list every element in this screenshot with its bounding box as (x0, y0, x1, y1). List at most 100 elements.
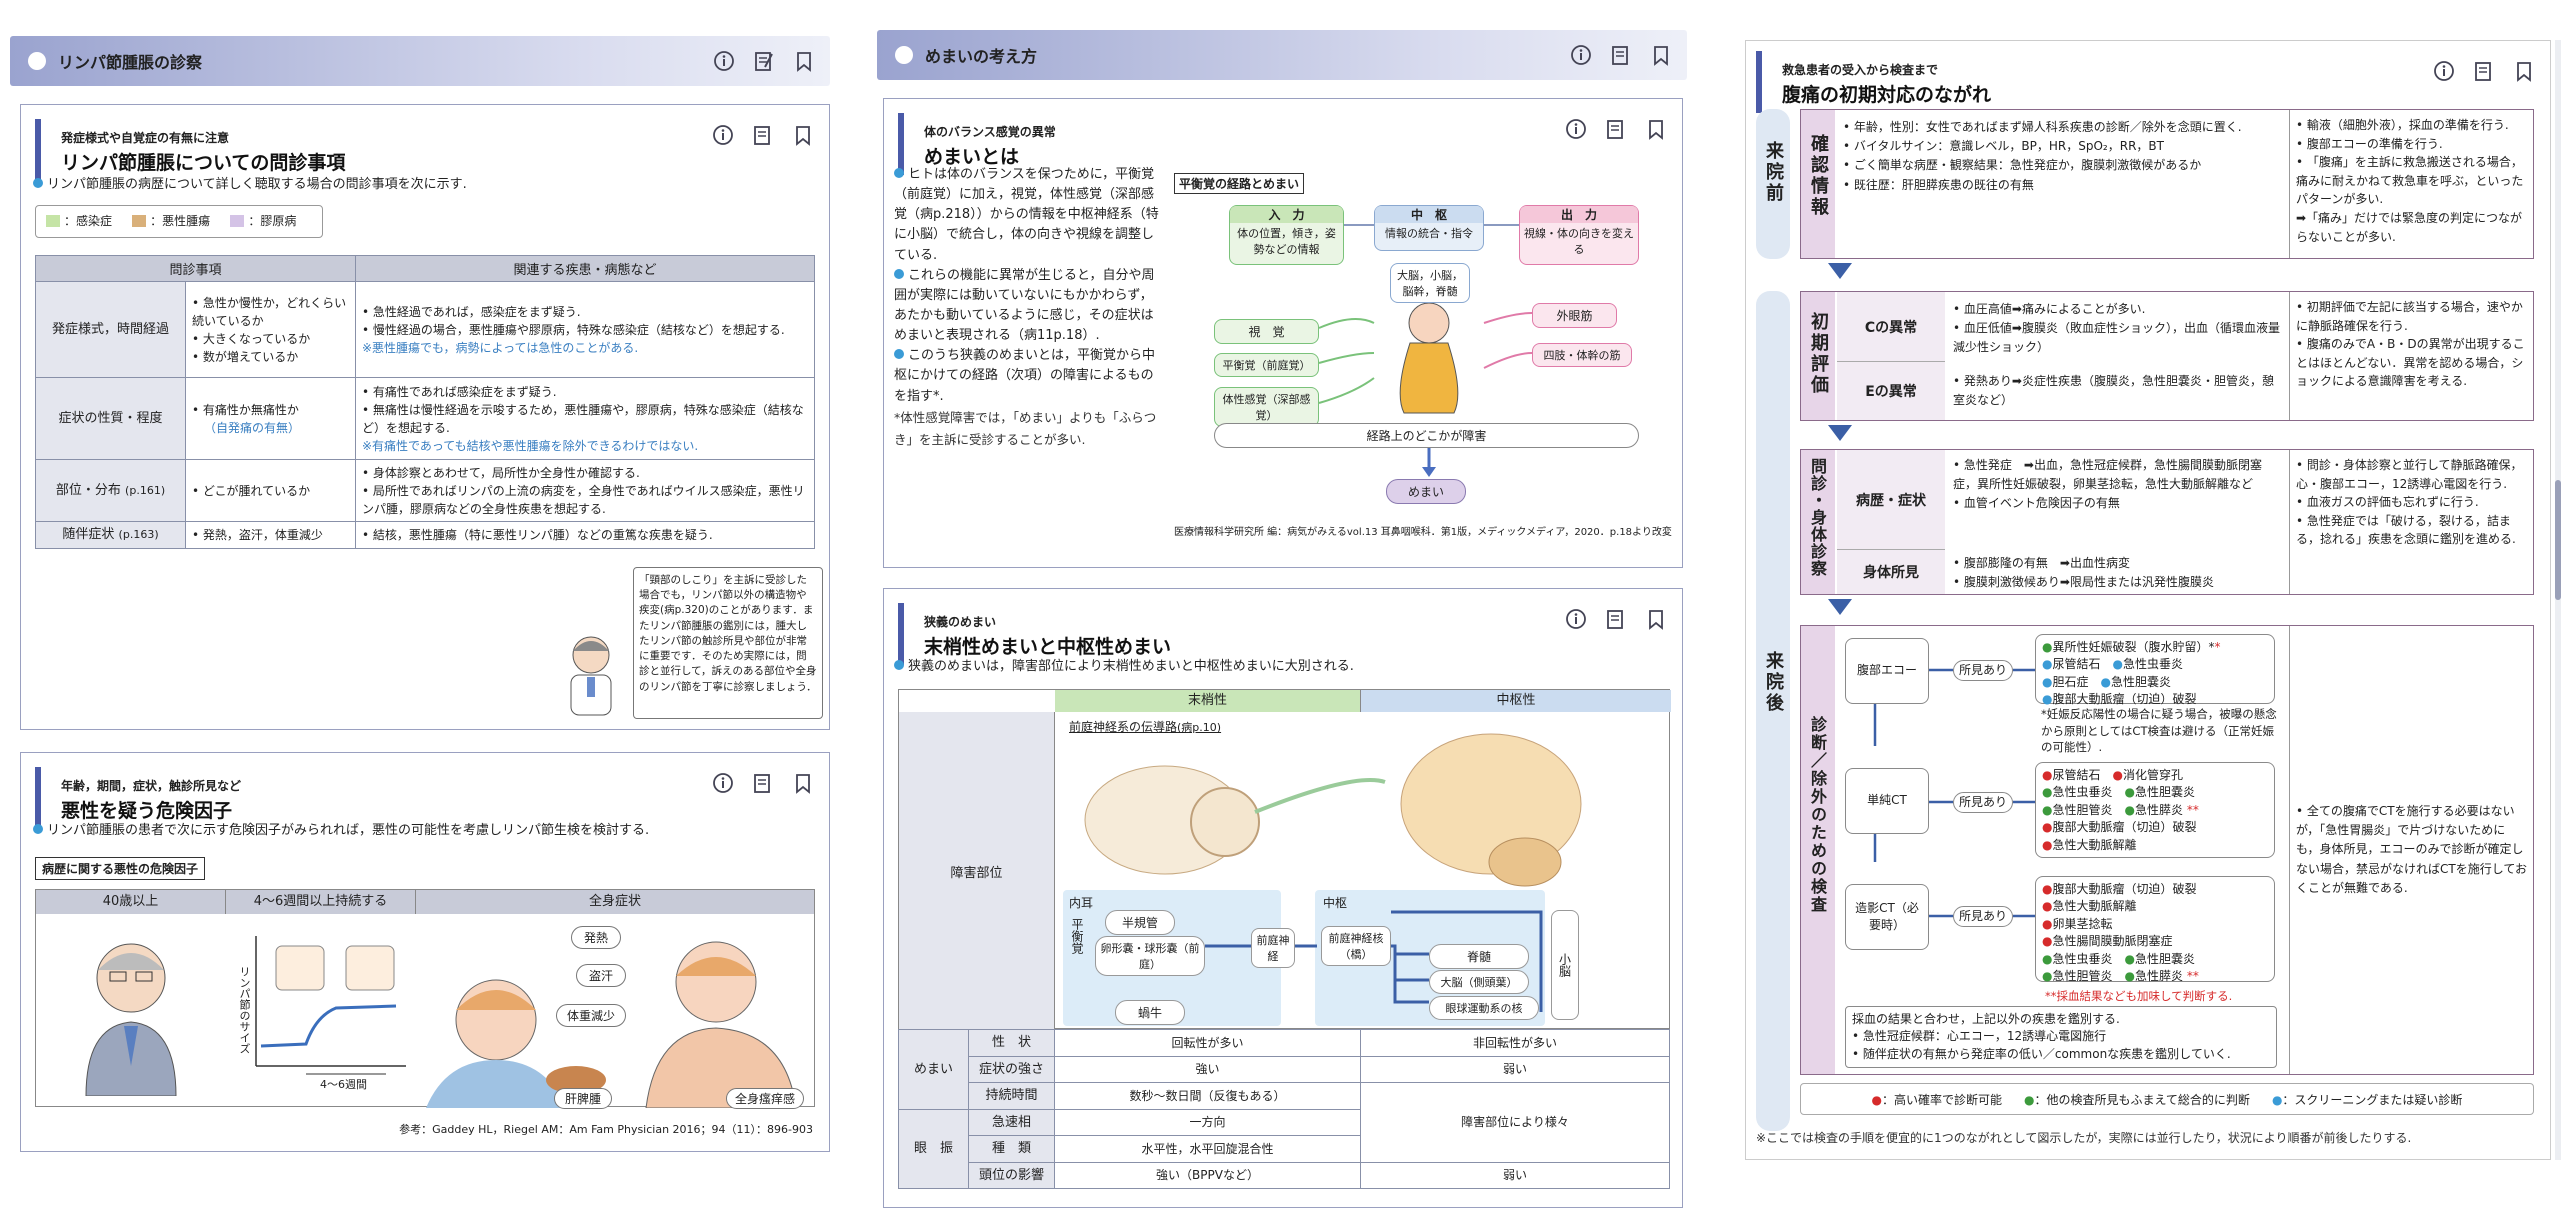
risk-header-duration: 4〜6週間以上持続する (226, 890, 416, 914)
history-label: 病歴・症状 (1837, 450, 1945, 550)
fig-title: 前庭神経系の伝導路(病p.10) (1069, 720, 1222, 734)
memo-icon[interactable] (751, 123, 775, 147)
card-title: 腹痛の初期対応のながれ (1782, 84, 1992, 106)
test-ultrasound: 腹部エコー (1845, 638, 1929, 704)
risk-header-systemic: 全身症状 (588, 894, 641, 909)
muscle-limbs: 四肢・体幹の筋 (1532, 343, 1632, 367)
arrow-down (1828, 263, 1852, 279)
balance-diagram: 平衡覚の経路とめまい 入 力 体の位置，傾き，姿勢などの情報 中 枢 (1174, 173, 1674, 513)
table-row: 部位・分布 (p.161) • どこが腫れているか • 身体診察とあわせて，局所… (35, 459, 816, 522)
bookmark-icon[interactable] (1649, 43, 1673, 67)
cerebellum-box: 小脳 (1551, 910, 1579, 1020)
color-legend: ●：高い確率で診断可能 ●：他の検査所見もふまえて総合的に判断 ●：スクリーニン… (1800, 1083, 2534, 1115)
center-box: 中 枢 情報の統合・指令 (1374, 205, 1484, 251)
intro-text: 狭義のめまいは，障害部位により末梢性めまいと中枢性めまいに大別される. (894, 657, 1674, 677)
info-icon[interactable] (1564, 117, 1588, 141)
memo-icon[interactable] (2472, 59, 2496, 83)
doctor-note: 「頸部のしこり」を主訴に受診した場合でも，リンパ節以外の構造物や疾変(病p.32… (633, 567, 823, 719)
info-icon[interactable] (2432, 59, 2456, 83)
card-header: 体のバランス感覚の異常 めまいとは (898, 113, 1682, 175)
cochlea-box: 蝸牛 (1115, 1000, 1185, 1025)
row-questions: • 発熱，盗汗，体重減少 (185, 521, 356, 549)
table-row: 眼 振急速相一方向 (898, 1108, 1670, 1189)
interview-table: 問診事項関連する疾患・病態など 発症様式，時間経過 • 急性か慢性か，どれくらい… (35, 255, 816, 549)
scrollbar[interactable] (2555, 40, 2561, 1160)
row-label: 随伴症状 (p.163) (35, 521, 186, 549)
vertigo-compare-table: めまい性 状回転性が多い非回転性が多い 症状の強さ強い弱い 持続時間数秒〜数日間… (898, 1029, 1670, 1189)
card-vertigo-types: 狭義のめまい 末梢性めまいと中枢性めまい 狭義のめまいは，障害部位により末梢性め… (883, 588, 1683, 1208)
section-header-lymph: リンパ節腫脹の診察 (10, 36, 830, 86)
found-badge: 所見あり (1953, 660, 2013, 682)
us-note: *妊娠反応陽性の場合に疑う場合，被曝の懸念から原則としてはCT検査は避ける（正常… (2041, 707, 2277, 755)
paragraph: このうち狭義のめまいとは，平衡覚から中枢にかけての経路（次項）の障害によるものを… (894, 348, 1156, 404)
card-subtitle: 体のバランス感覚の異常 (924, 125, 1056, 139)
star-note: **採血結果なども加味して判断する. (2045, 989, 2233, 1003)
info-icon[interactable] (1564, 607, 1588, 631)
memo-icon[interactable] (1604, 607, 1628, 631)
cerebrum-box: 大脳（側頭葉） (1429, 970, 1529, 994)
bullet-dot (28, 52, 46, 70)
info-icon[interactable] (711, 123, 735, 147)
bookmark-icon[interactable] (1644, 117, 1668, 141)
test-plain-ct: 単純CT (1845, 768, 1929, 834)
memo-icon[interactable] (752, 49, 776, 73)
card-vertigo-definition: 体のバランス感覚の異常 めまいとは ヒトは体のバランスを保つために，平衡覚（前庭… (883, 98, 1683, 568)
e-abnormal-label: Eの異常 (1837, 362, 1945, 420)
stage2-block: 初期評価 Cの異常 • 血圧高値➡痛みによることが多い.• 血圧低値➡腹膜炎（敗… (1800, 291, 2534, 421)
info-icon[interactable] (1569, 43, 1593, 67)
arrow-down (1828, 599, 1852, 615)
column-lymph: リンパ節腫脹の診察 発症様式や自覚症の有無に注意 リンパ節腫脹についての問診事項… (0, 0, 850, 1208)
path-disorder: 経路上のどこかが障害 (1214, 423, 1639, 448)
card-header: 狭義のめまい 末梢性めまいと中枢性めまい (898, 603, 1682, 665)
e-abnormal-items: • 発熱あり➡炎症性疾患（腹膜炎，急性胆嚢炎・胆管炎，憩室炎など） (1953, 374, 2274, 408)
bookmark-icon[interactable] (1644, 607, 1668, 631)
memo-icon[interactable] (1609, 43, 1633, 67)
history-items: • 急性発症 ➡出血，急性冠症候群，急性腸間膜動脈閉塞症，異所性妊娠破裂，卵巣茎… (1953, 458, 2262, 511)
phase-pre-label: 来院前 (1763, 141, 1784, 204)
vest-nerve-box: 前庭神経 (1251, 928, 1295, 968)
us-findings: ●異所性妊娠破裂（腹水貯留）** ●尿管結石 ●急性虫垂炎 ●胆石症 ●急性胆嚢… (2035, 634, 2275, 706)
memo-icon[interactable] (751, 771, 775, 795)
th-related: 関連する疾患・病態など (354, 255, 816, 282)
bookmark-icon[interactable] (2512, 59, 2536, 83)
central-label: 中枢 (1323, 896, 1348, 910)
bookmark-icon[interactable] (791, 771, 815, 795)
card-subtitle: 発症様式や自覚症の有無に注意 (61, 131, 230, 145)
bookmark-icon[interactable] (791, 123, 815, 147)
info-icon[interactable] (711, 771, 735, 795)
th-question: 問診事項 (35, 255, 356, 282)
scrollbar-thumb[interactable] (2555, 480, 2561, 600)
card-tools (1564, 607, 1668, 631)
section-title: めまいの考え方 (925, 47, 1038, 66)
memo-icon[interactable] (1604, 117, 1628, 141)
section-tools (1569, 43, 1673, 67)
risk-headers: 40歳以上 4〜6週間以上持続する 全身症状 (36, 890, 814, 914)
table-row: 発症様式，時間経過 • 急性か慢性か，どれくらい続いているか• 大きくなっている… (35, 281, 816, 378)
paragraph: ヒトは体のバランスを保つために，平衡覚（前庭覚）に加え，視覚，体性感覚（深部感覚… (894, 167, 1159, 263)
inner-ear-label: 内耳 (1069, 896, 1094, 910)
site-grid: 末梢性 中枢性 障害部位 前庭神経系の伝導路(病p.10) 内耳 平衡覚 (898, 689, 1671, 1030)
spinal-box: 脊髄 (1429, 944, 1529, 969)
balance-label: 平衡覚 (1070, 918, 1084, 954)
arrow-down (1828, 425, 1852, 441)
table-row: 持続時間数秒〜数日間（反復もある）障害部位により様々 (899, 1082, 1670, 1163)
stage4-block: 診断／除外のための検査 腹部エコー 所見あり ●異所性妊娠破裂（腹水貯留）** … (1800, 625, 2534, 1075)
column-vertigo: めまいの考え方 体のバランス感覚の異常 めまいとは ヒトは体のバランスを保つため… (875, 0, 1705, 1208)
input-box: 入 力 体の位置，傾き，姿勢などの情報 (1229, 205, 1344, 265)
canals-box: 半規管 (1105, 910, 1175, 935)
duration-graph: リンパ節のサイズ 4〜6週間 (236, 926, 416, 1104)
risk-box-label: 病歴に関する悪性の危険因子 (35, 857, 206, 880)
exam-items: • 腹部膨隆の有無 ➡出血性病変• 腹膜刺激徴候あり➡限局性または汎発性腹膜炎 (1953, 556, 2214, 589)
bookmark-icon[interactable] (792, 49, 816, 73)
reference: 医療情報科学研究所 編：病気がみえるvol.13 耳鼻咽喉科．第1版，メディック… (1174, 527, 1672, 538)
phase-post (1756, 291, 1790, 1131)
card-tools (711, 123, 815, 147)
stage-label-bg (1801, 450, 1835, 594)
stage1-block: 確認情報 • 年齢，性別：女性であればまず婦人科系疾患の診断／除外を念頭に置く.… (1800, 109, 2534, 259)
row-questions: • 有痛性か無痛性か（自発痛の有無） (185, 377, 356, 460)
info-icon[interactable] (712, 49, 736, 73)
axis-y-label: リンパ節のサイズ (238, 966, 251, 1054)
row-questions: • 急性か慢性か，どれくらい続いているか• 大きくなっているか• 数が増えている… (185, 281, 356, 378)
diagram-title: 平衡覚の経路とめまい (1174, 173, 1305, 194)
oculomotor-box: 眼球運動系の核 (1429, 996, 1539, 1020)
